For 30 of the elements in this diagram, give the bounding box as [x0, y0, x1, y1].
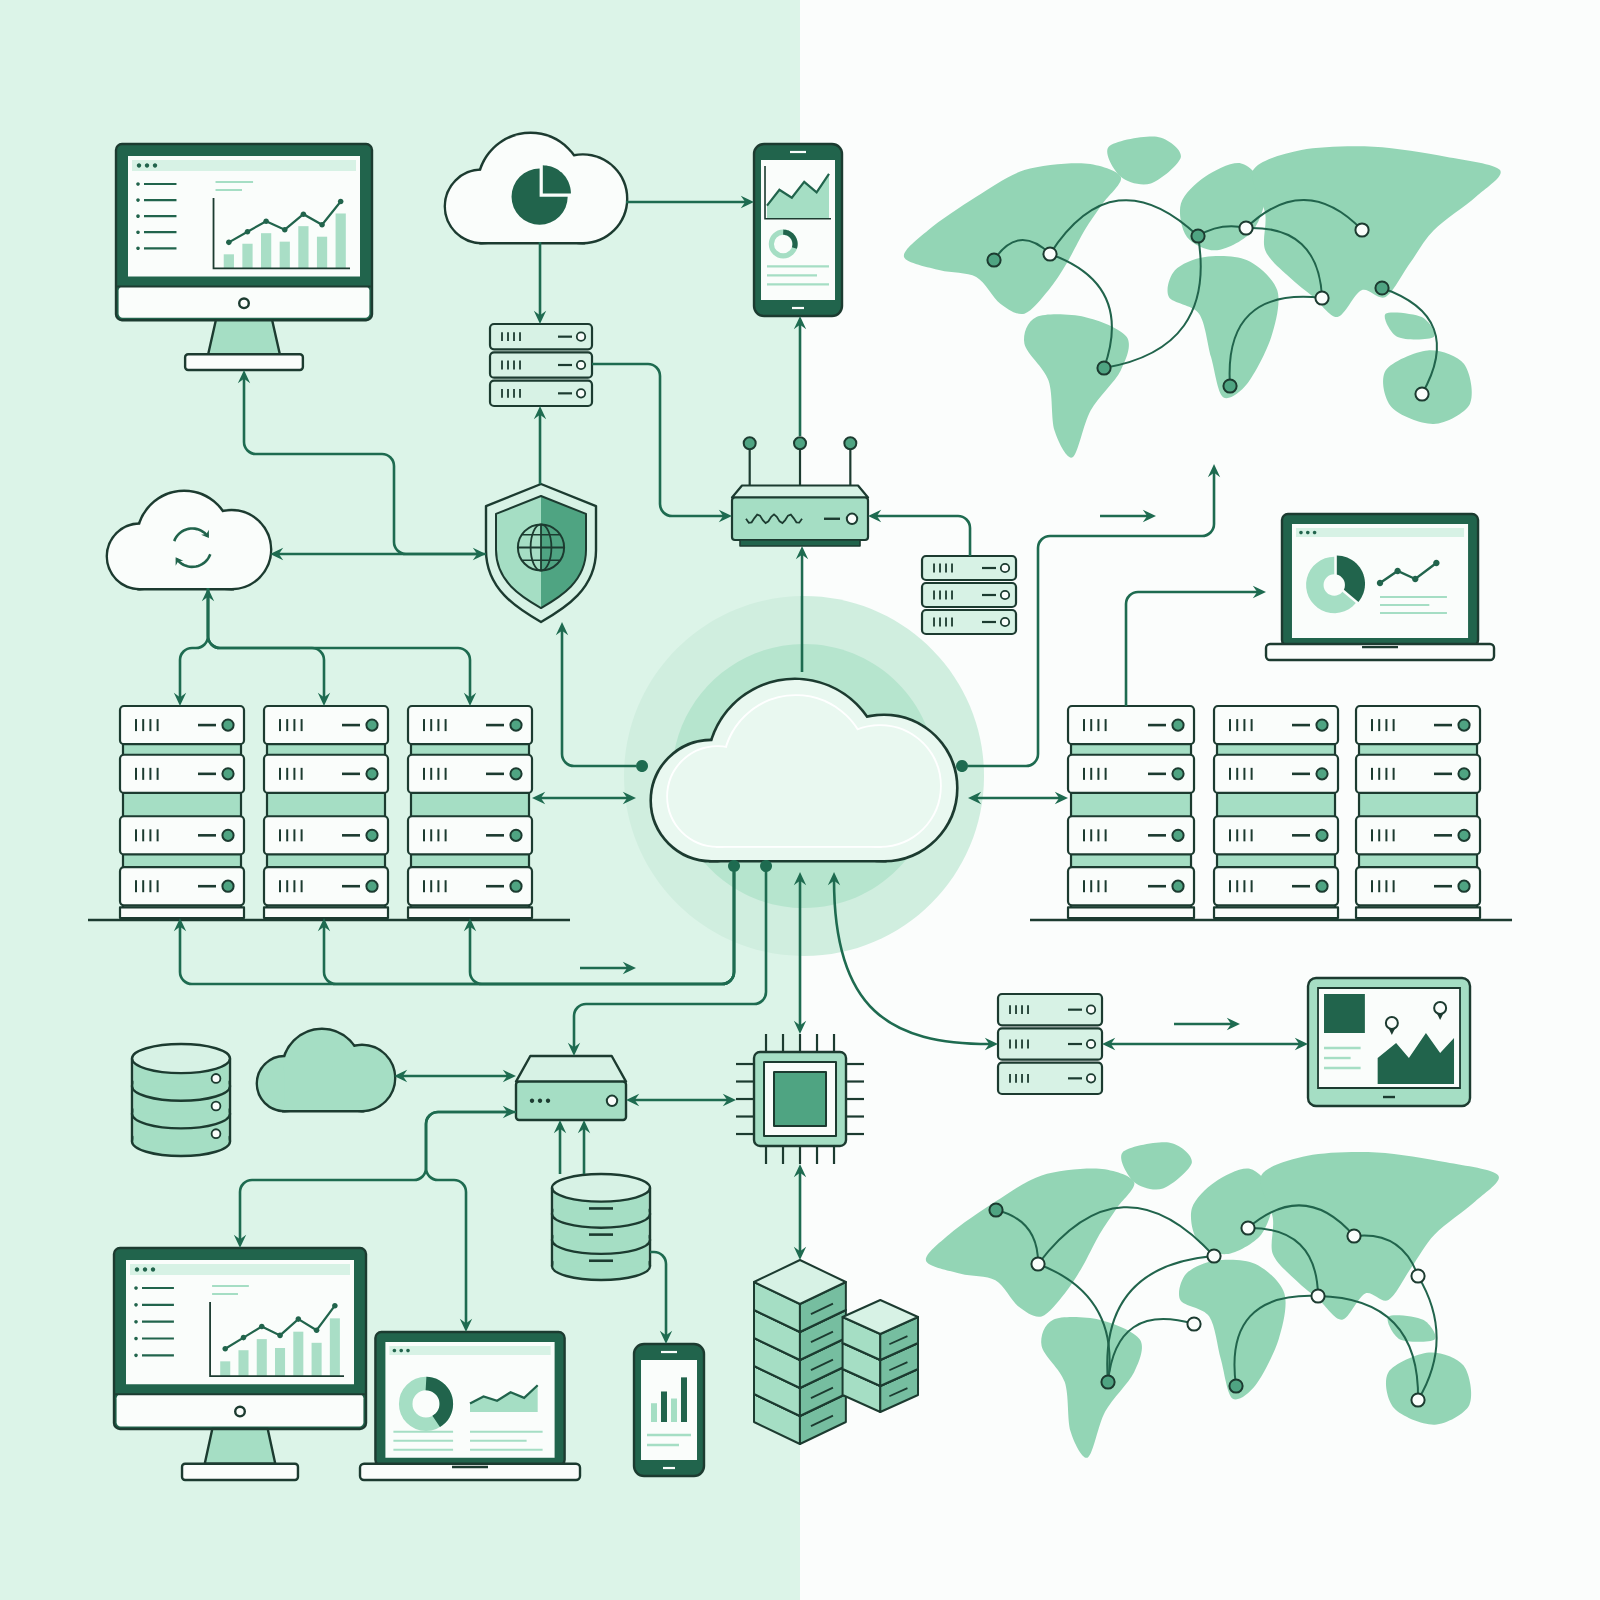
cloud: [636, 677, 968, 872]
database-cylinder: [130, 1042, 232, 1158]
cloud: [443, 131, 629, 245]
server-stack: [996, 992, 1104, 1096]
world-map: [925, 1142, 1499, 1458]
desktop-monitor: [114, 142, 374, 372]
server-rack: [118, 704, 246, 920]
server-stack: [920, 554, 1018, 636]
cloud: [105, 489, 273, 591]
laptop: [1264, 512, 1496, 662]
server-rack: [1212, 704, 1340, 920]
tablet: [1306, 976, 1472, 1108]
network-switch: [514, 1054, 628, 1122]
database-cylinder: [550, 1172, 652, 1282]
cloud: [255, 1027, 397, 1113]
storage-stack: [753, 1259, 919, 1445]
server-stack: [488, 322, 594, 408]
server-rack: [406, 704, 534, 920]
desktop-monitor: [112, 1246, 368, 1482]
laptop: [358, 1330, 582, 1482]
server-rack: [262, 704, 390, 920]
smartphone: [632, 1342, 706, 1478]
world-map: [903, 136, 1501, 458]
shield: [484, 482, 598, 624]
smartphone: [752, 142, 844, 318]
processor-chip: [736, 1034, 864, 1164]
server-rack: [1354, 704, 1482, 920]
arrow: [463, 872, 736, 986]
server-rack: [1066, 704, 1196, 920]
router: [730, 436, 870, 547]
